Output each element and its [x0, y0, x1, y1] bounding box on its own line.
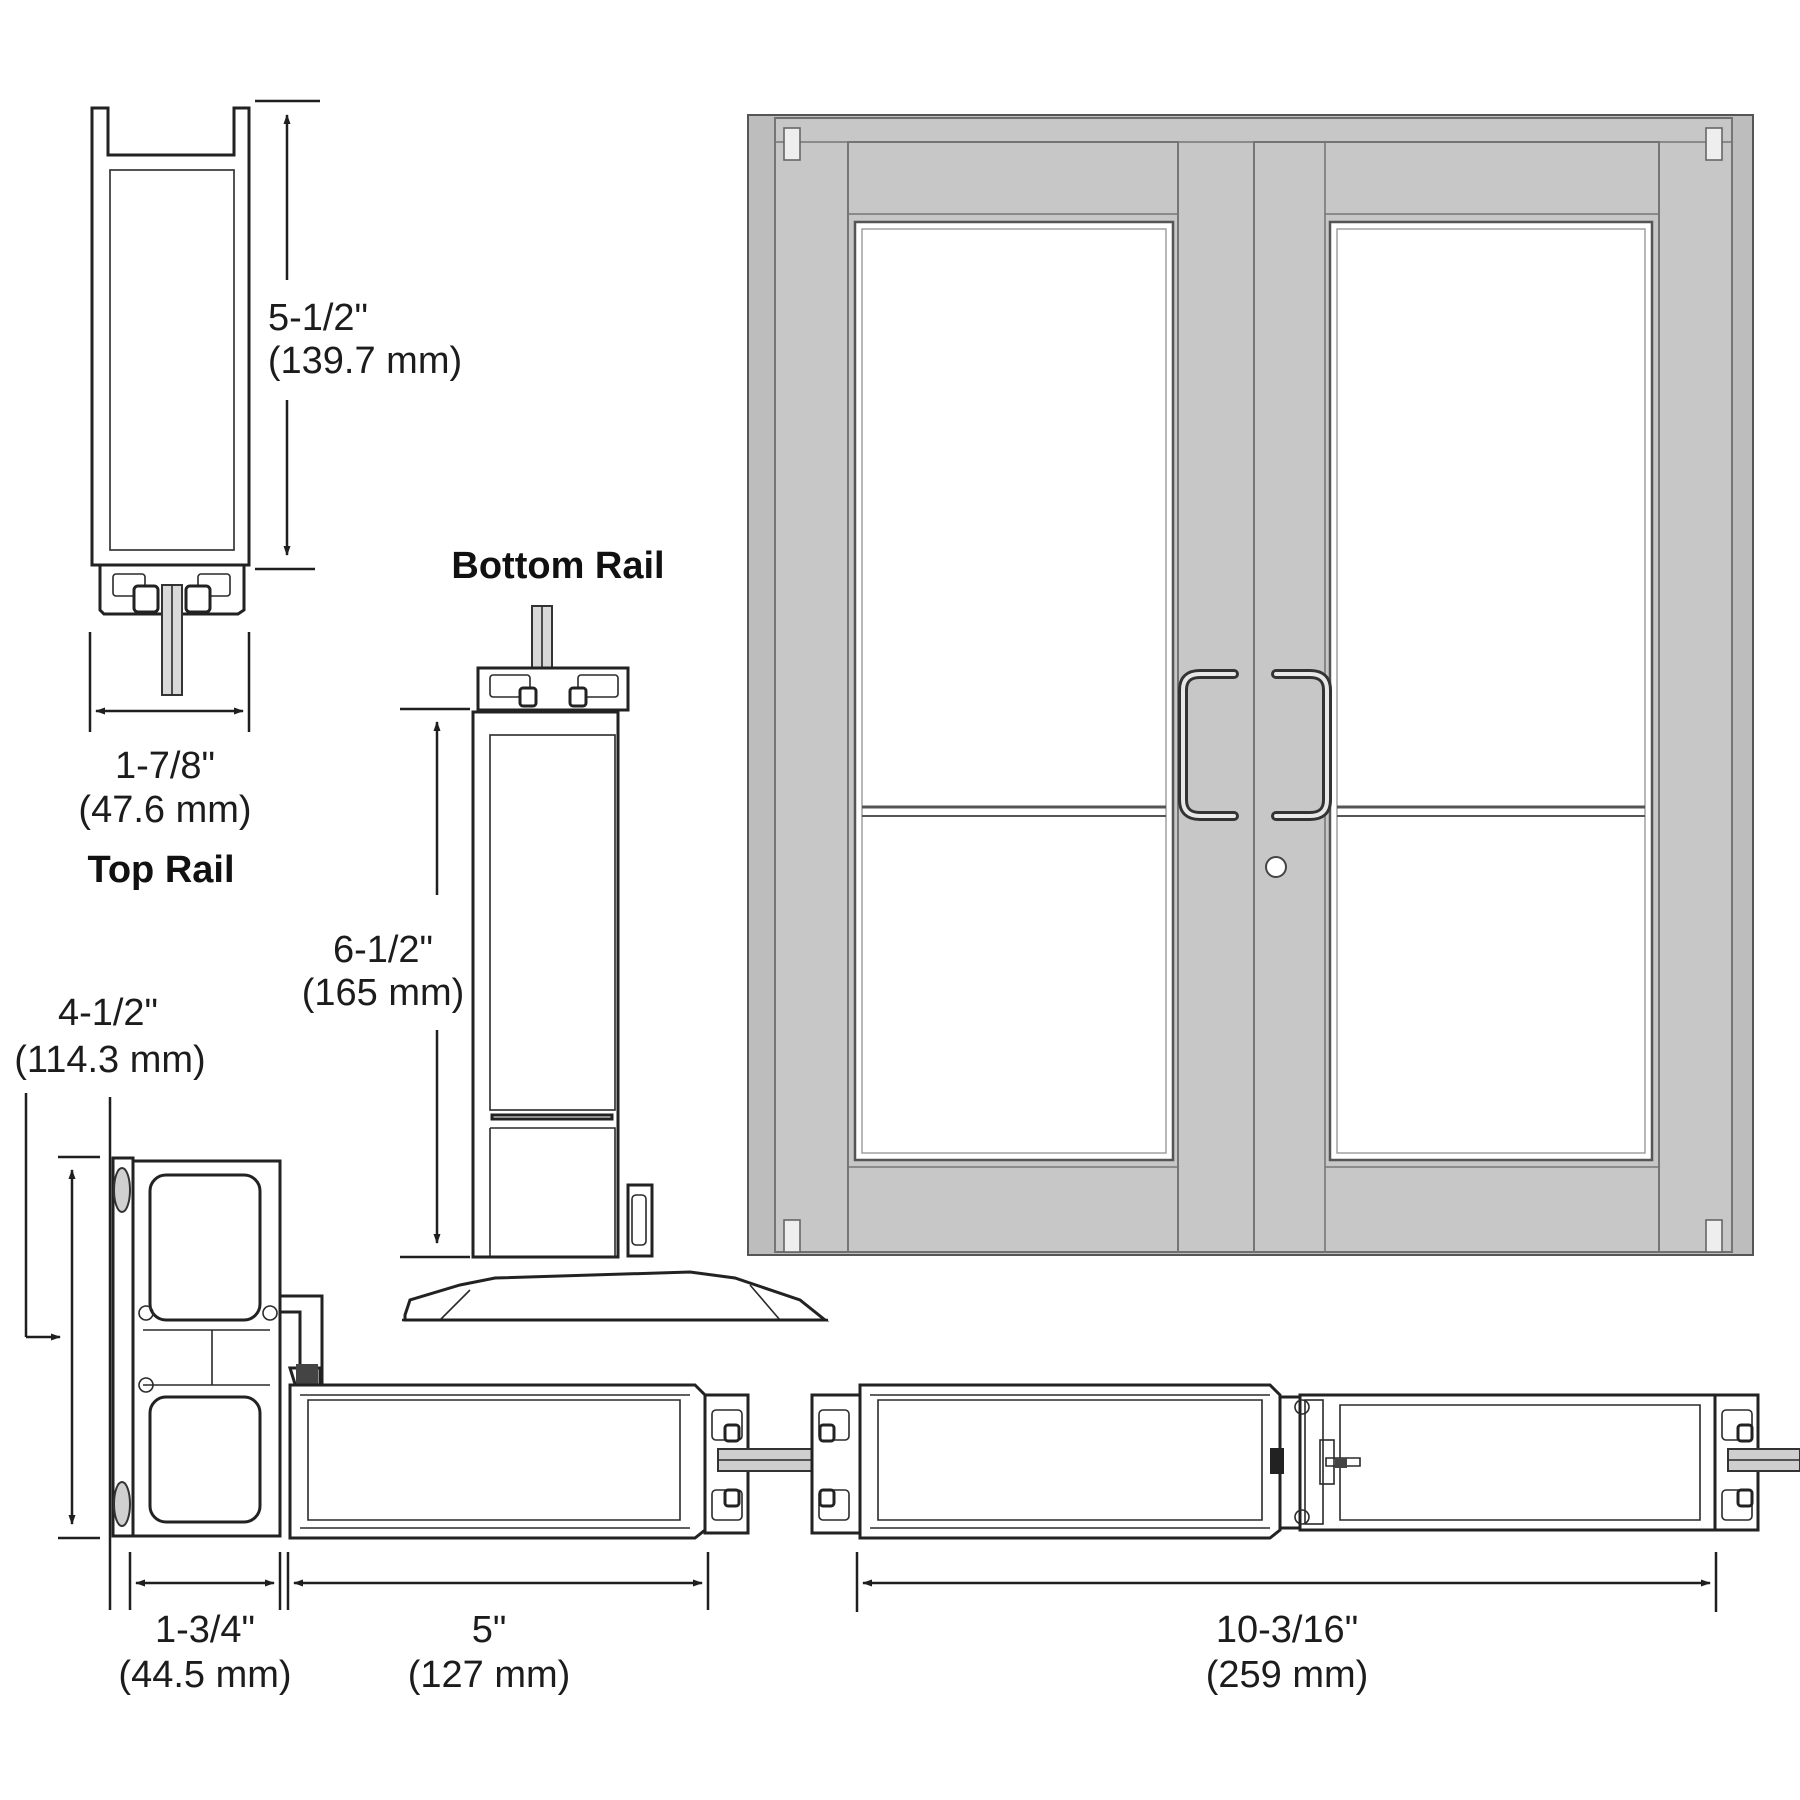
top-rail-width-mm: (47.6 mm): [78, 789, 251, 831]
top-rail-height-dimension: 5-1/2" (139.7 mm): [255, 99, 462, 571]
top-rail-profile: [90, 106, 251, 696]
hinge-stile-profile: [108, 1097, 324, 1610]
top-rail-height-mm: (139.7 mm): [268, 340, 462, 382]
left-glass-panel: [853, 220, 1175, 1162]
top-rail-height-in: 5-1/2": [268, 297, 368, 339]
bottom-rail-height-mm: (165 mm): [302, 972, 465, 1014]
side-stile-profile: [288, 1383, 750, 1540]
stile-height-dimension: 4-1/2" (114.3 mm): [14, 992, 206, 1540]
meeting-stile-width-dimension: 10-3/16" (259 mm): [855, 1552, 1718, 1696]
stile-depth-mm: (44.5 mm): [118, 1654, 291, 1696]
side-stile-width-dimension: 5" (127 mm): [286, 1552, 710, 1696]
meeting-stile-width-in: 10-3/16": [1216, 1609, 1358, 1651]
stile-depth-in: 1-3/4": [155, 1609, 255, 1651]
door-elevation: [747, 114, 1754, 1256]
right-glass-panel: [1328, 220, 1654, 1162]
meeting-stile-width-mm: (259 mm): [1206, 1654, 1369, 1696]
glass-section-right: [1727, 1448, 1800, 1472]
top-rail-width-dimension: 1-7/8" (47.6 mm) Top Rail: [78, 632, 252, 891]
side-stile-width-mm: (127 mm): [408, 1654, 571, 1696]
stile-height-mm: (114.3 mm): [14, 1039, 205, 1081]
stile-depth-dimension: 1-3/4" (44.5 mm): [118, 1552, 292, 1696]
bottom-rail-title: Bottom Rail: [451, 545, 664, 587]
meeting-stile-profile: [810, 1383, 1760, 1540]
top-rail-title: Top Rail: [87, 849, 234, 891]
bottom-rail-height-dimension: 6-1/2" (165 mm): [302, 707, 470, 1259]
stile-height-in: 4-1/2": [58, 992, 158, 1034]
top-rail-width-in: 1-7/8": [115, 745, 215, 787]
bottom-rail-profile: [402, 605, 830, 1322]
side-stile-width-in: 5": [472, 1609, 507, 1651]
bottom-rail-height-in: 6-1/2": [333, 929, 433, 971]
keyhole-icon: [1265, 856, 1287, 878]
